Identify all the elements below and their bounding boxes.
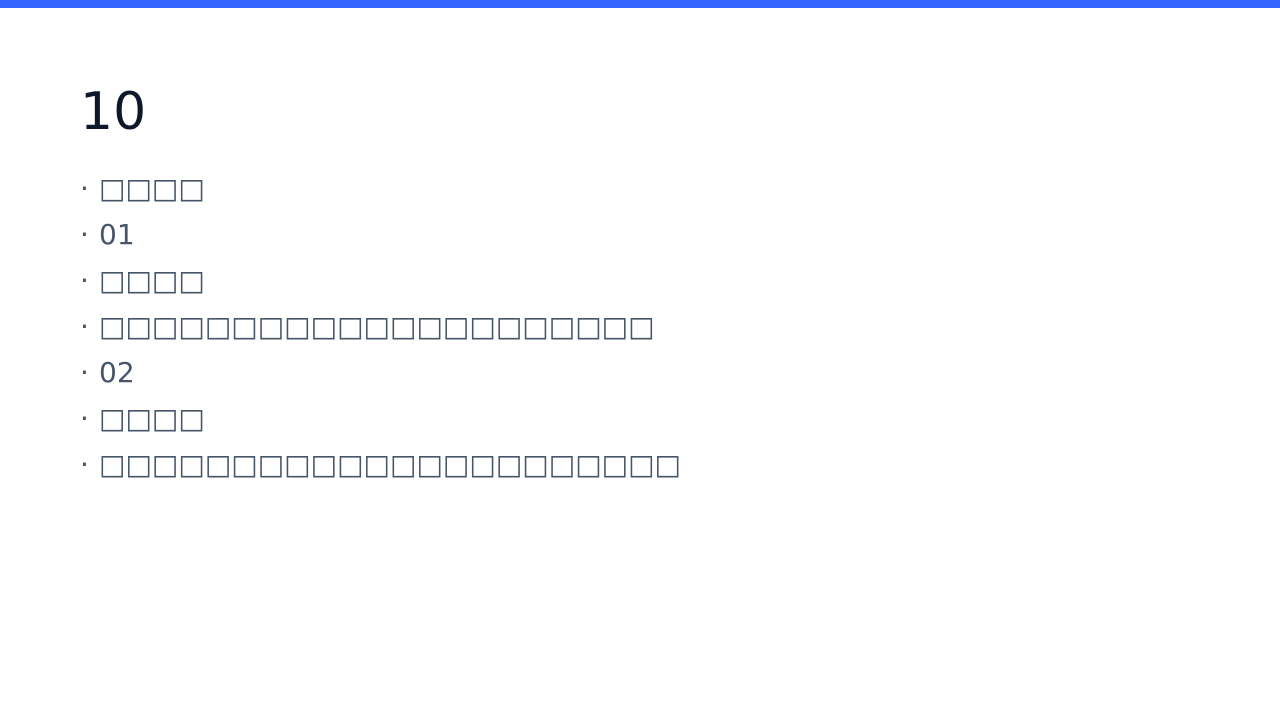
bullet-text: □□□□ [99, 264, 205, 297]
bullet-marker: · [80, 264, 89, 297]
bullet-list: · □□□□ · 01 · □□□□ · □□□□□□□□□□□□□□□□□□□□□ ·… [80, 166, 681, 488]
bullet-text: □□□□□□□□□□□□□□□□□□□□□□ [99, 448, 682, 481]
bullet-text: □□□□ [99, 172, 205, 205]
bullet-marker: · [80, 218, 89, 251]
list-item: · □□□□ [80, 396, 681, 442]
bullet-text: 02 [99, 356, 135, 389]
list-item: · □□□□ [80, 166, 681, 212]
bullet-marker: · [80, 448, 89, 481]
list-item: · 02 [80, 350, 681, 396]
list-item: · 01 [80, 212, 681, 258]
slide-title: 10 [80, 82, 147, 142]
bullet-text: □□□□□□□□□□□□□□□□□□□□□ [99, 310, 655, 343]
bullet-marker: · [80, 172, 89, 205]
bullet-text: □□□□ [99, 402, 205, 435]
bullet-marker: · [80, 310, 89, 343]
list-item: · □□□□□□□□□□□□□□□□□□□□□□ [80, 442, 681, 488]
bullet-text: 01 [99, 218, 135, 251]
accent-top-bar [0, 0, 1280, 8]
bullet-marker: · [80, 402, 89, 435]
bullet-marker: · [80, 356, 89, 389]
list-item: · □□□□ [80, 258, 681, 304]
list-item: · □□□□□□□□□□□□□□□□□□□□□ [80, 304, 681, 350]
